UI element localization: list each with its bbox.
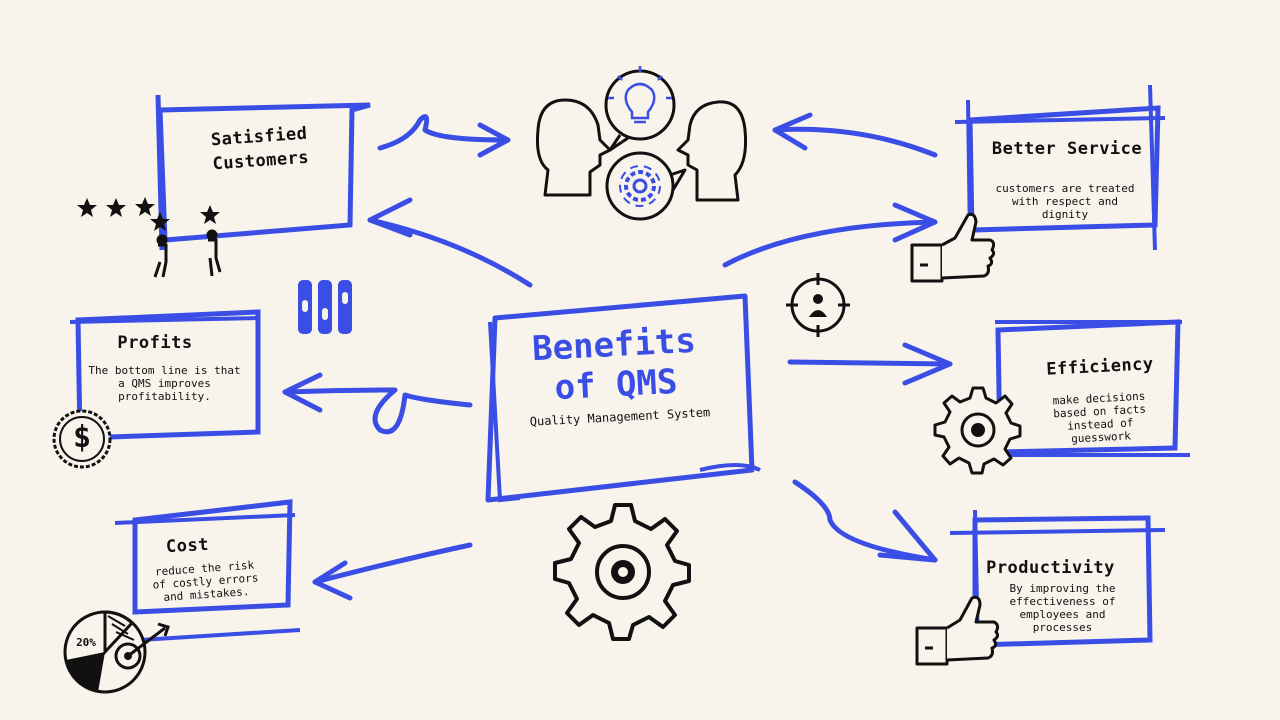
arrow-service-to-heads (772, 126, 938, 158)
target-icon (114, 622, 170, 670)
arrow-center-to-productivity (792, 479, 938, 563)
center-box (485, 293, 761, 503)
better-service-box (954, 84, 1166, 251)
productivity-body: By improving the effectiveness of employ… (1009, 582, 1116, 634)
lightbulb-icon (608, 66, 672, 124)
better-service-body: customers are treated with respect and d… (995, 182, 1135, 221)
person-target-icon (786, 273, 850, 337)
small-gear-icon (619, 165, 661, 207)
pie-chart-icon (63, 610, 147, 694)
star-rating-icon (77, 197, 220, 231)
arrow-center-to-cost (312, 542, 473, 585)
dollar-coin-icon (52, 409, 112, 469)
thumbs-up-icon (915, 595, 1000, 666)
arrowhead-center-to-cost (312, 560, 353, 601)
arrowhead-center-to-service (892, 202, 938, 243)
better-service-title: Better Service (991, 139, 1143, 159)
efficiency-gear-icon (933, 386, 1022, 475)
arrowhead-center-to-productivity (877, 509, 938, 563)
arrowhead-center-to-efficiency (902, 342, 953, 386)
profits-body: The bottom line is that a QMS improves p… (88, 364, 241, 403)
arrowhead-customers-to-heads (477, 122, 511, 158)
arrow-center-to-customers (367, 217, 533, 288)
cost-box (114, 499, 301, 642)
arrowhead-center-to-profits (282, 372, 323, 413)
profits-box (69, 309, 261, 441)
arrow-center-to-efficiency (787, 359, 953, 367)
efficiency-body: make decisions based on facts instead of… (1052, 389, 1147, 446)
people-icon (153, 229, 222, 278)
productivity-title: Productivity (986, 558, 1115, 578)
gear-icon (553, 503, 691, 641)
thinking-heads-icon (536, 69, 747, 221)
pie-label: 20% (76, 636, 96, 649)
dollar-sign: $ (72, 420, 92, 455)
cost-body: reduce the risk of costly errors and mis… (152, 558, 259, 604)
profits-title: Profits (117, 333, 193, 353)
arrowhead-service-to-heads (772, 112, 813, 151)
arrow-customers-to-heads (377, 114, 508, 151)
thumbs-up-icon (910, 212, 996, 283)
switch-icon (298, 280, 352, 334)
arrowhead-center-to-customers (367, 197, 413, 238)
center-title: Benefits of QMS (503, 319, 727, 410)
arrow-center-to-profits (282, 387, 473, 435)
arrow-center-to-service (722, 219, 938, 268)
